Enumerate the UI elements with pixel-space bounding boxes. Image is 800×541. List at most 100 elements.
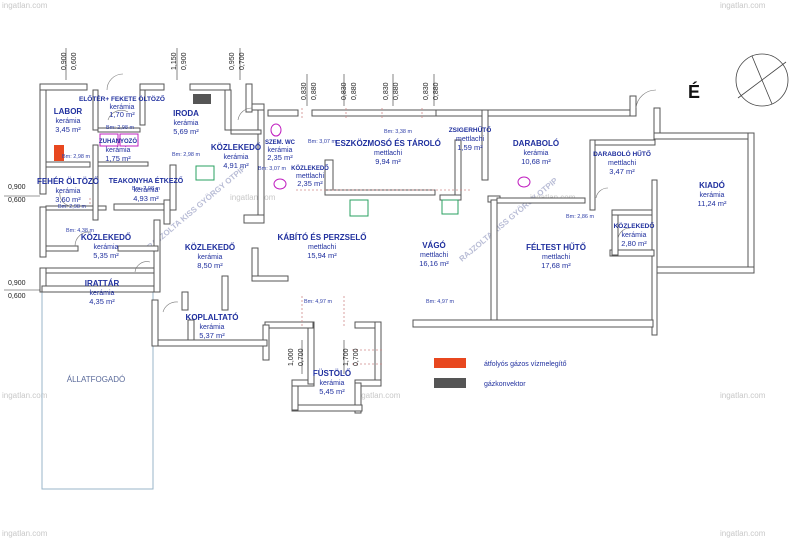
dim-top-3: 1,150 — [171, 52, 178, 70]
room-vago[interactable]: VÁGÓ mettlachi 16,16 m² — [419, 241, 449, 268]
room-name: KÖZLEKEDŐ — [211, 143, 261, 152]
dim-top-1: 0,900 — [61, 52, 68, 70]
room-kozlekedo-5[interactable]: KÖZLEKEDŐ kerámia 2,80 m² — [614, 221, 655, 248]
room-eloter[interactable]: ELŐTÉR+ FEKETE ÖLTÖZŐ kerámia 1,70 m² — [79, 94, 165, 119]
watermark-site-5: ingatlan.com — [2, 529, 48, 538]
room-name: VÁGÓ — [422, 241, 446, 250]
room-allatfogado[interactable]: ÁLLATFOGADÓ — [67, 375, 126, 384]
bm-label-8: Bm: 2,98 m — [106, 125, 135, 131]
room-area: 4,35 m² — [89, 297, 115, 306]
dim-left-4: 0,600 — [8, 293, 26, 300]
room-name: IRODA — [173, 109, 199, 118]
dim-top-14: 0,880 — [433, 82, 440, 100]
room-name: FÉLTEST HŰTŐ — [526, 243, 586, 252]
room-feltest-huto[interactable]: FÉLTEST HŰTŐ mettlachi 17,68 m² — [526, 243, 586, 270]
dimension-lines — [4, 48, 435, 374]
dim-top-6: 0,700 — [239, 52, 246, 70]
room-name: KIADÓ — [699, 181, 725, 190]
room-kozlekedo-1[interactable]: KÖZLEKEDŐ kerámia 4,91 m² — [211, 143, 261, 170]
room-material: kerámia — [622, 232, 647, 239]
room-kozlekedo-2[interactable]: KÖZLEKEDŐ mettlachi 2,35 m² — [291, 165, 329, 188]
bm-label-4: Bm: 3,07 m — [258, 166, 287, 172]
dim-bottom-1: 1,000 — [288, 348, 295, 366]
room-kabito[interactable]: KÁBÍTÓ ÉS PERZSELŐ mettlachi 15,94 m² — [278, 233, 367, 260]
room-kozlekedo-4[interactable]: KÖZLEKEDŐ kerámia 8,50 m² — [185, 243, 235, 270]
room-eszkozmoso[interactable]: ESZKÖZMOSÓ ÉS TÁROLÓ mettlachi 9,94 m² — [335, 139, 441, 166]
room-material: mettlachi — [456, 136, 484, 143]
room-material: mettlachi — [296, 173, 324, 180]
dim-left-2: 0,600 — [8, 197, 26, 204]
room-material: kerámia — [106, 147, 131, 154]
door-swings — [59, 73, 657, 313]
compass-circle-icon — [735, 53, 789, 107]
room-name: DARABOLÓ — [513, 139, 559, 148]
room-szem-wc[interactable]: SZEM. WC kerámia 2,35 m² — [265, 140, 296, 162]
room-darabolo-huto[interactable]: DARABOLÓ HŰTŐ mettlachi 3,47 m² — [593, 149, 651, 176]
room-labor[interactable]: LABOR kerámia 3,45 m² — [54, 107, 83, 134]
room-name: ELŐTÉR+ FEKETE ÖLTÖZŐ — [79, 94, 165, 103]
room-labels: LABOR kerámia 3,45 m² ELŐTÉR+ FEKETE ÖLT… — [37, 94, 727, 396]
room-iroda[interactable]: IRODA kerámia 5,69 m² — [173, 109, 199, 136]
room-name: LABOR — [54, 107, 83, 116]
room-area: 2,35 m² — [267, 153, 293, 162]
room-material: kerámia — [320, 380, 345, 387]
room-name: IRATTÁR — [85, 279, 120, 288]
dim-top-7: 0,830 — [301, 82, 308, 100]
room-material: kerámia — [110, 104, 135, 111]
room-area: 4,91 m² — [223, 161, 249, 170]
room-material: mettlachi — [374, 150, 402, 157]
room-area: 9,94 m² — [375, 157, 401, 166]
dim-left-3: 0,900 — [8, 280, 26, 287]
room-feher-oltozo[interactable]: FEHÉR ÖLTÖZŐ kerámia 3,60 m² — [37, 177, 99, 204]
dim-top-12: 0,880 — [393, 82, 400, 100]
room-material: kerámia — [56, 118, 81, 125]
fixtures — [54, 94, 531, 217]
room-koplaltato[interactable]: KOPLALTATÓ kerámia 5,37 m² — [186, 313, 239, 340]
room-material: kerámia — [268, 147, 293, 154]
dim-top-5: 0,950 — [229, 52, 236, 70]
room-darabolo[interactable]: DARABOLÓ kerámia 10,68 m² — [513, 139, 559, 166]
dim-top-4: 0,900 — [181, 52, 188, 70]
bm-label-10: Bm: 4,97 m — [304, 299, 333, 305]
room-area: 4,93 m² — [133, 194, 159, 203]
toilet-icon — [270, 123, 282, 137]
bottom-dimensions: 1,000 0,700 1,700 0,700 — [288, 348, 360, 366]
bm-label-11: Bm: 4,97 m — [426, 299, 455, 305]
room-irattar[interactable]: IRATTÁR kerámia 4,35 m² — [85, 279, 120, 306]
room-name: TEAKONYHA ÉTKEZŐ — [109, 176, 184, 185]
room-name: SZEM. WC — [265, 140, 296, 146]
room-zsigerhuto[interactable]: ZSIGERHŰTŐ mettlachi 1,59 m² — [449, 125, 492, 152]
dim-top-10: 0,880 — [351, 82, 358, 100]
room-name: KÖZLEKEDŐ — [81, 233, 131, 242]
dim-top-11: 0,830 — [383, 82, 390, 100]
watermark-site-4: ingatlan.com — [720, 391, 766, 400]
dim-bottom-3: 1,700 — [343, 348, 350, 366]
room-kiado[interactable]: KIADÓ kerámia 11,24 m² — [697, 181, 727, 208]
watermark-site-7: ingatlan.com — [230, 193, 276, 202]
dim-top-9: 0,830 — [341, 82, 348, 100]
room-material: kerámia — [134, 187, 159, 194]
room-material: kerámia — [224, 154, 249, 161]
room-fustolo[interactable]: FÜSTÖLŐ kerámia 5,45 m² — [313, 369, 351, 396]
room-material: mettlachi — [420, 252, 448, 259]
watermark-site-6: ingatlan.com — [720, 529, 766, 538]
room-material: kerámia — [198, 254, 223, 261]
legend-swatch-water-heater — [434, 358, 466, 368]
watermark-site-3: ingatlan.com — [2, 391, 48, 400]
room-area: 1,70 m² — [109, 110, 135, 119]
room-material: kerámia — [56, 188, 81, 195]
room-kozlekedo-3[interactable]: KÖZLEKEDŐ kerámia 5,35 m² — [81, 233, 131, 260]
room-teakonyha[interactable]: TEAKONYHA ÉTKEZŐ kerámia 4,93 m² — [109, 176, 184, 203]
utility-sink-icon — [441, 199, 459, 215]
room-name: ESZKÖZMOSÓ ÉS TÁROLÓ — [335, 139, 441, 148]
room-area: 10,68 m² — [521, 157, 551, 166]
hand-wash-icon — [517, 176, 531, 188]
ceiling-height-labels: Bm: 2,98 m Bm: 2,98 m Bm: 3,07 m Bm: 3,0… — [58, 125, 595, 305]
room-area: 8,50 m² — [197, 261, 223, 270]
room-area: 5,69 m² — [173, 127, 199, 136]
room-zuhanyozo[interactable]: ZUHANYOZÓ kerámia 1,75 m² — [99, 137, 137, 163]
legend: átfolyós gázos vízmelegítő gázkonvektor — [434, 358, 567, 388]
room-name: KÖZLEKEDŐ — [614, 221, 655, 230]
equipment-sink-icon — [349, 199, 369, 217]
bm-label-12: Bm: 2,86 m — [566, 214, 595, 220]
